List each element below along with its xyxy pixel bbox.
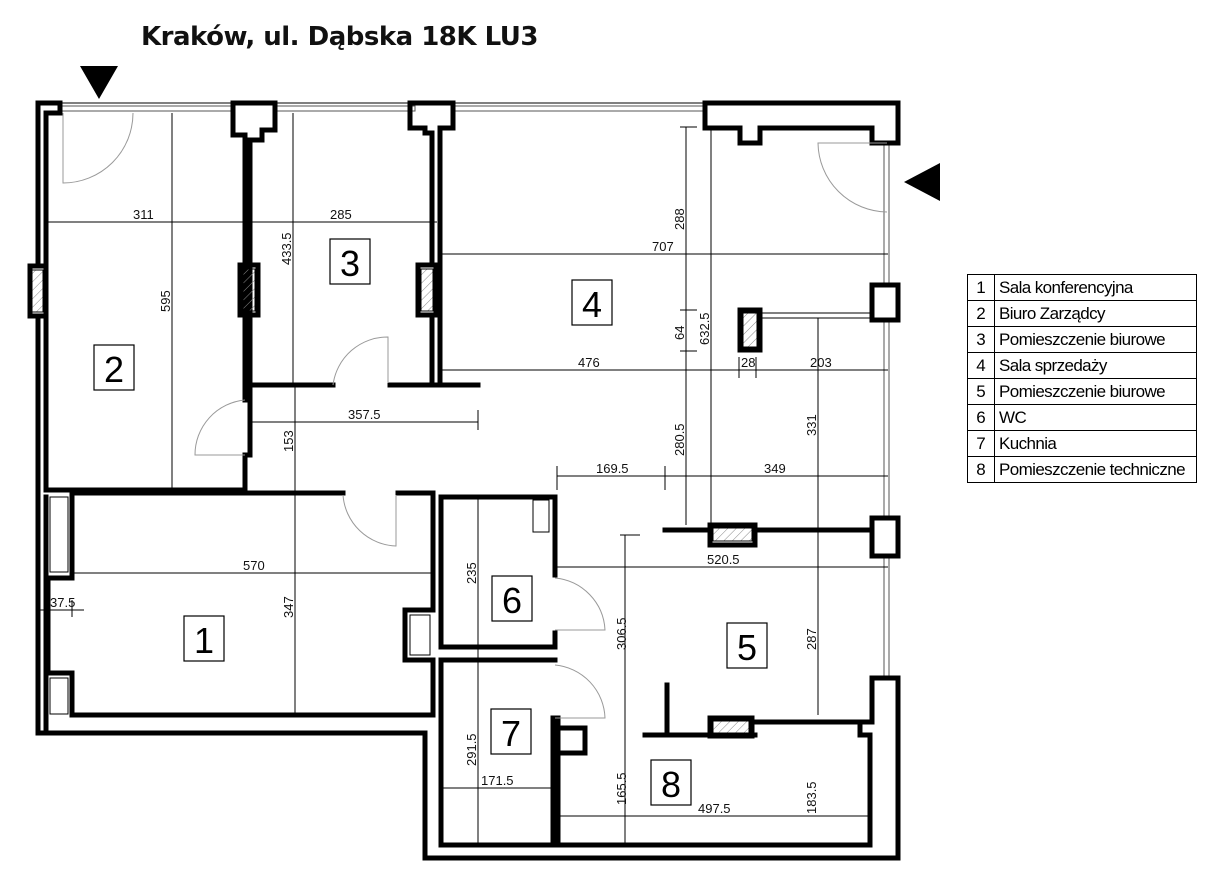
dim-label: 433.5 <box>279 232 294 265</box>
room-label-3: 3 <box>329 238 371 285</box>
dim-label: 280.5 <box>672 423 687 456</box>
svg-text:8: 8 <box>661 764 681 805</box>
legend-number: 7 <box>967 430 995 457</box>
room-labels: 1 2 3 4 5 6 7 8 <box>93 238 768 806</box>
svg-text:7: 7 <box>501 713 521 754</box>
svg-text:4: 4 <box>582 284 602 325</box>
legend-label: Sala konferencyjna <box>994 274 1197 301</box>
dimension-labels: 311 285 595 433.5 357.5 153 707 288 64 6… <box>50 207 832 816</box>
dim-label: 632.5 <box>697 312 712 345</box>
outer-walls <box>27 100 901 861</box>
room-label-2: 2 <box>93 344 135 391</box>
dim-label: 707 <box>652 239 674 254</box>
svg-text:5: 5 <box>737 627 757 668</box>
dim-label: 311 <box>133 207 154 222</box>
entrance-arrow-icon <box>80 66 118 99</box>
plan-title: Kraków, ul. Dąbska 18K LU3 <box>141 22 538 52</box>
dimension-lines <box>40 113 888 845</box>
dim-label: 331 <box>804 414 819 436</box>
dim-label: 28 <box>741 355 755 370</box>
legend-label: Pomieszczenie techniczne <box>994 456 1197 483</box>
dim-label: 291.5 <box>464 733 479 766</box>
legend-number: 3 <box>967 326 995 353</box>
dim-label: 285 <box>330 207 352 222</box>
legend-number: 5 <box>967 378 995 405</box>
dim-label: 287 <box>804 628 819 650</box>
legend-label: Sala sprzedaży <box>994 352 1197 379</box>
dim-label: 171.5 <box>481 773 514 788</box>
dim-label: 497.5 <box>698 801 731 816</box>
room-label-7: 7 <box>490 708 532 755</box>
dim-label: 357.5 <box>348 407 381 422</box>
doors <box>62 112 888 719</box>
dim-label: 37.5 <box>50 595 75 610</box>
dim-label: 306.5 <box>614 617 629 650</box>
legend-number: 6 <box>967 404 995 431</box>
dim-label: 570 <box>243 558 265 573</box>
interior-walls <box>43 100 875 848</box>
dim-label: 165.5 <box>614 772 629 805</box>
dim-label: 520.5 <box>707 552 740 567</box>
dim-label: 476 <box>578 355 600 370</box>
legend-label: Pomieszczenie biurowe <box>994 378 1197 405</box>
dim-label: 347 <box>281 596 296 618</box>
room-label-5: 5 <box>726 622 768 669</box>
legend-label: WC <box>994 404 1197 431</box>
legend-number: 8 <box>967 456 995 483</box>
room-label-8: 8 <box>650 759 692 806</box>
legend-label: Pomieszczenie biurowe <box>994 326 1197 353</box>
svg-text:3: 3 <box>340 243 360 284</box>
room-label-4: 4 <box>571 279 613 326</box>
dim-label: 153 <box>281 430 296 452</box>
room-label-1: 1 <box>183 615 225 662</box>
dim-label: 595 <box>158 290 173 312</box>
svg-text:2: 2 <box>104 349 124 390</box>
legend-label: Kuchnia <box>994 430 1197 457</box>
legend-number: 4 <box>967 352 995 379</box>
dim-label: 64 <box>672 326 687 340</box>
dim-label: 169.5 <box>596 461 629 476</box>
legend-label: Biuro Zarządcy <box>994 300 1197 327</box>
dim-label: 235 <box>464 562 479 584</box>
dim-label: 288 <box>672 208 687 230</box>
dim-label: 183.5 <box>804 781 819 814</box>
svg-text:1: 1 <box>194 620 214 661</box>
legend-number: 1 <box>967 274 995 301</box>
dim-label: 203 <box>810 355 832 370</box>
dim-label: 349 <box>764 461 786 476</box>
windows <box>59 105 890 677</box>
legend-number: 2 <box>967 300 995 327</box>
entrance-arrow-icon <box>904 163 940 201</box>
room-label-6: 6 <box>491 575 533 622</box>
svg-text:6: 6 <box>502 580 522 621</box>
